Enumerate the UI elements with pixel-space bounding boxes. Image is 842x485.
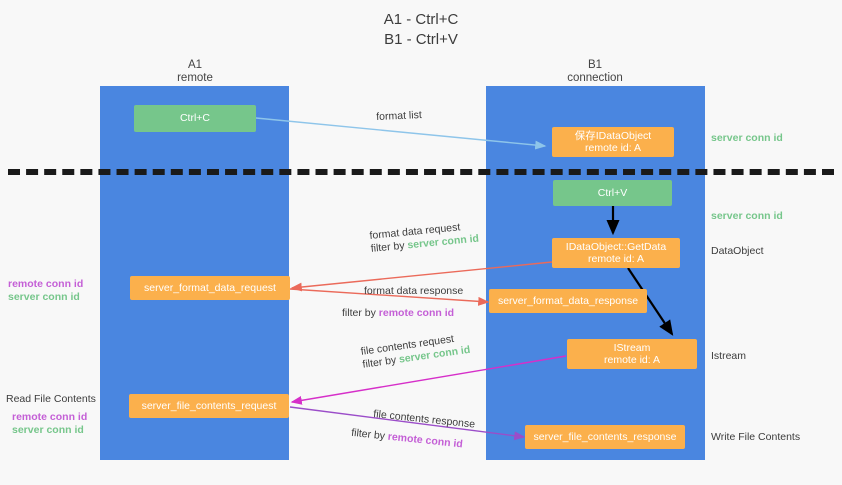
title-line-2: B1 - Ctrl+V (384, 31, 458, 48)
node-server-format-data-request[interactable]: server_format_data_request (130, 276, 290, 300)
annotation-left-conn-ids-bottom: remote conn id server conn id (12, 411, 87, 437)
caption-file-contents-request: file contents request filter by server c… (360, 331, 471, 372)
title-line-1: A1 - Ctrl+C (383, 11, 459, 28)
node-file-req-label: server_file_contents_request (141, 399, 277, 412)
node-istream[interactable]: IStream remote id: A (567, 339, 697, 369)
column-a1-name: A1 (187, 59, 203, 71)
caption-file-resp-filter: filter by remote conn id (351, 427, 474, 453)
annotation-read-file-contents: Read File Contents (6, 393, 96, 405)
node-ctrl-v[interactable]: Ctrl+V (553, 180, 672, 206)
caption-fmt-resp-filter: filter by remote conn id (342, 307, 463, 320)
annotation-remote-conn-id-2: remote conn id (12, 411, 88, 423)
node-ctrl-c-label: Ctrl+C (179, 112, 211, 125)
caption-file-resp-text: file contents response (372, 408, 476, 431)
column-b1-role: connection (567, 72, 623, 84)
node-getdata-line1: IDataObject::GetData (565, 240, 667, 253)
annotation-remote-conn-id-1: remote conn id (8, 278, 84, 290)
node-file-resp-label: server_file_contents_response (533, 430, 677, 443)
annotation-server-conn-id-second: server conn id (711, 210, 783, 222)
caption-format-list: format list (376, 109, 422, 124)
annotation-server-conn-id-top: server conn id (711, 132, 783, 144)
phase-divider (8, 169, 834, 175)
annotation-write-file-contents: Write File Contents (711, 431, 801, 443)
node-save-idataobject[interactable]: 保存IDataObject remote id: A (552, 127, 674, 157)
annotation-server-conn-id-1: server conn id (8, 291, 80, 303)
node-server-format-data-response[interactable]: server_format_data_response (489, 289, 647, 313)
node-getdata-line2: remote id: A (587, 253, 645, 265)
caption-file-contents-response: file contents response filter by remote … (351, 408, 476, 452)
column-b1-name: B1 (587, 59, 603, 71)
annotation-left-conn-ids-top: remote conn id server conn id (8, 278, 83, 304)
caption-format-data-response: format data response filter by remote co… (342, 285, 464, 320)
annotation-server-conn-id-2: server conn id (12, 424, 84, 436)
node-idataobject-getdata[interactable]: IDataObject::GetData remote id: A (552, 238, 680, 268)
column-a1-role: remote (177, 72, 213, 84)
node-ctrl-v-label: Ctrl+V (597, 186, 628, 199)
node-save-idataobject-line1: 保存IDataObject (574, 129, 652, 142)
caption-fmt-resp-text: format data response (364, 285, 464, 297)
node-fmt-resp-label: server_format_data_response (497, 294, 639, 307)
caption-file-resp-filter-prefix: filter by (350, 426, 389, 443)
column-header-b1: B1 connection (515, 59, 675, 85)
caption-fmt-req-filter-prefix: filter by (370, 239, 408, 255)
node-istream-line2: remote id: A (603, 354, 661, 366)
node-server-file-contents-request[interactable]: server_file_contents_request (129, 394, 289, 418)
caption-file-resp-filter-key: remote conn id (387, 430, 464, 451)
caption-format-data-request: format data request filter by server con… (369, 220, 480, 256)
node-ctrl-c[interactable]: Ctrl+C (134, 105, 256, 132)
node-server-file-contents-response[interactable]: server_file_contents_response (525, 425, 685, 449)
column-header-a1: A1 remote (115, 59, 275, 85)
node-istream-line1: IStream (613, 341, 651, 354)
caption-format-list-text: format list (376, 109, 422, 123)
caption-fmt-resp-filter-key: remote conn id (378, 307, 455, 319)
node-fmt-req-label: server_format_data_request (144, 281, 276, 294)
node-save-idataobject-line2: remote id: A (584, 142, 642, 154)
annotation-istream: Istream (711, 350, 747, 362)
caption-fmt-resp-filter-prefix: filter by (342, 307, 379, 319)
page-title: A1 - Ctrl+C B1 - Ctrl+V (0, 10, 842, 50)
annotation-dataobject: DataObject (711, 245, 764, 257)
